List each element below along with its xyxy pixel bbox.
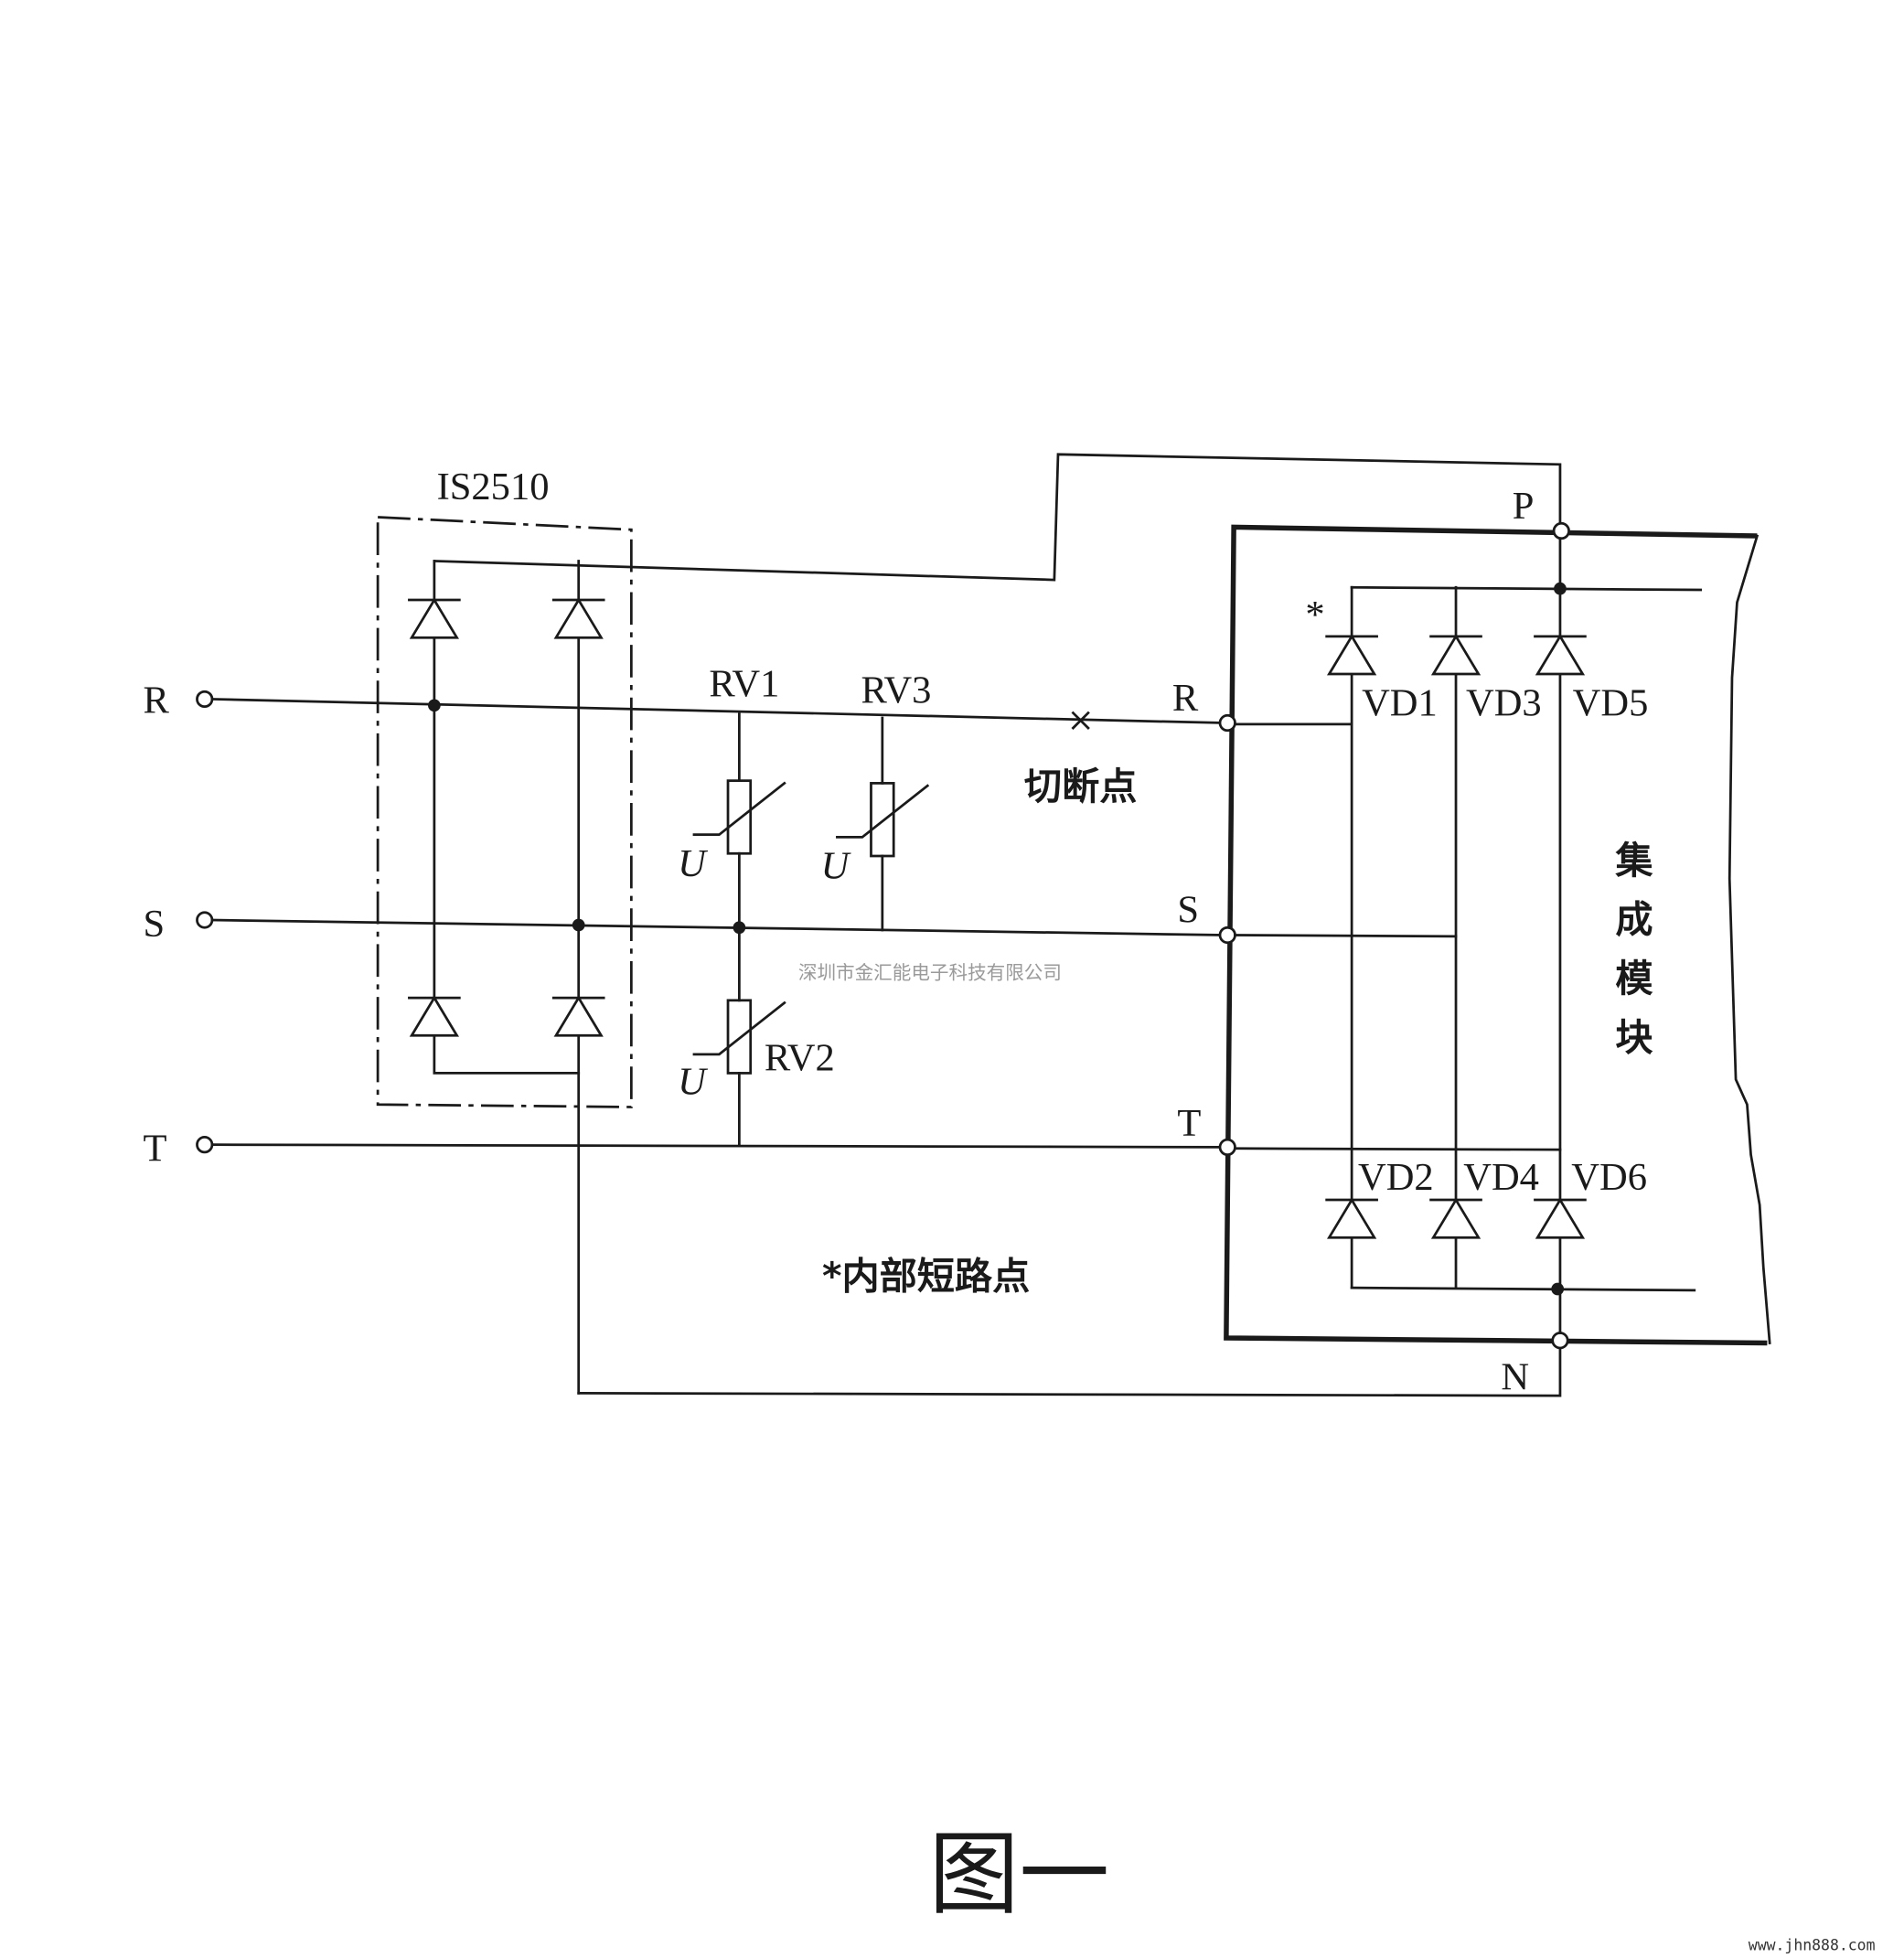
label-rv1-u: U xyxy=(678,842,709,885)
module-label-char-3: 模 xyxy=(1615,957,1653,1000)
diode-vd2 xyxy=(1325,1197,1378,1239)
bridge-diode-ul xyxy=(408,597,461,639)
label-rv2-u: U xyxy=(678,1061,709,1104)
diode-vd5 xyxy=(1534,634,1587,676)
terminal-t-mod xyxy=(1218,1138,1236,1157)
terminal-r-in xyxy=(196,690,214,709)
diode-vd3 xyxy=(1429,634,1482,676)
site-url: www.jhn888.com xyxy=(1749,1937,1876,1954)
wire-to-n xyxy=(577,1342,1562,1397)
label-vd5: VD5 xyxy=(1573,681,1649,724)
terminal-r-mod xyxy=(1218,713,1236,733)
terminal-n xyxy=(1551,1332,1569,1350)
bridge-diode-ll xyxy=(408,995,461,1037)
module-lower-bus xyxy=(1350,1286,1696,1292)
rv3-body xyxy=(870,782,895,858)
label-vd4: VD4 xyxy=(1463,1156,1539,1199)
diode-vd1 xyxy=(1325,634,1378,676)
module-label-char-1: 集 xyxy=(1614,839,1653,883)
label-rv2: RV2 xyxy=(765,1037,835,1080)
label-r-mod: R xyxy=(1172,677,1199,720)
label-rv3-u: U xyxy=(821,845,852,888)
rv1-body xyxy=(726,779,753,855)
rv2-body xyxy=(726,999,753,1075)
wire-s xyxy=(210,918,1225,936)
junction-bridge-r xyxy=(428,699,441,712)
company-watermark: 深圳市金汇能电子科技有限公司 xyxy=(798,961,1062,983)
label-vd3: VD3 xyxy=(1466,681,1542,724)
label-p: P xyxy=(1513,485,1535,528)
bridge-diode-lr xyxy=(551,995,605,1037)
tap-t xyxy=(1234,1147,1562,1151)
cut-point-mark xyxy=(1071,711,1090,730)
junction-rv-s xyxy=(733,921,746,935)
label-vd2: VD2 xyxy=(1358,1156,1434,1199)
short-star-mark: * xyxy=(1305,594,1324,637)
rv1-slash xyxy=(692,781,786,837)
label-r-in: R xyxy=(143,679,169,722)
label-vd6: VD6 xyxy=(1571,1156,1647,1199)
label-t-in: T xyxy=(143,1128,166,1171)
tap-s xyxy=(1234,934,1458,938)
terminal-s-mod xyxy=(1218,926,1236,945)
module-upper-bus xyxy=(1350,585,1703,592)
bridge-left-rail xyxy=(433,560,581,1075)
terminal-s-in xyxy=(196,911,214,929)
diode-vd6 xyxy=(1534,1197,1587,1239)
wire-r xyxy=(210,698,1225,724)
junction-upper-bus xyxy=(1554,582,1567,595)
junction-bridge-s xyxy=(572,918,585,932)
label-s-mod: S xyxy=(1177,889,1199,932)
label-rv1: RV1 xyxy=(709,663,779,706)
rv2-slash xyxy=(692,1000,786,1056)
junction-lower-bus xyxy=(1551,1282,1565,1296)
terminal-t-in xyxy=(196,1136,214,1154)
bridge-diode-ur xyxy=(551,597,605,639)
figure-caption: 图一 xyxy=(929,1822,1110,1927)
bridge-outline xyxy=(376,516,633,1108)
label-n: N xyxy=(1501,1355,1529,1398)
module-label-char-4: 块 xyxy=(1615,1016,1653,1060)
label-vd1: VD1 xyxy=(1362,681,1438,724)
label-rv3: RV3 xyxy=(861,669,931,712)
label-t-mod: T xyxy=(1177,1102,1201,1145)
module-torn-edge xyxy=(1728,534,1771,1344)
short-point-label: *内部短路点 xyxy=(822,1254,1030,1298)
wire-t xyxy=(210,1143,1225,1149)
wire-to-p xyxy=(433,453,1562,582)
terminal-p xyxy=(1552,521,1570,540)
bridge-label: IS2510 xyxy=(437,465,550,508)
module-label-char-2: 成 xyxy=(1615,898,1653,942)
label-s-in: S xyxy=(143,903,165,946)
diode-vd4 xyxy=(1429,1197,1482,1239)
cut-point-label: 切断点 xyxy=(1024,765,1137,808)
rv3-slash xyxy=(836,784,930,839)
